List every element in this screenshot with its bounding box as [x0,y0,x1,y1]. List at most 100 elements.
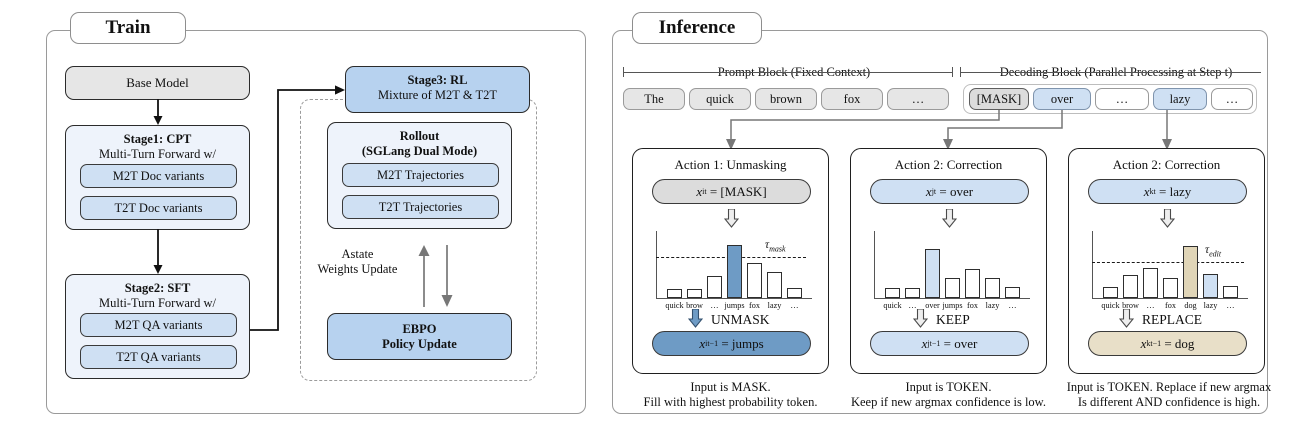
rollout-heading: Rollout [399,129,440,143]
chart3-y-axis [1092,231,1094,299]
action-card-2-output-sub: t−1 [929,339,941,348]
action-card-2-output-var: x [921,335,928,351]
action-card-3-output-val: = dog [1164,335,1195,351]
stage3-subheading: Mixture of M2T & T2T [378,87,497,102]
prompt-token-quick[interactable]: quick [689,88,751,110]
chart1-xlabel-0: quick [665,301,684,310]
stage1-item-t2t-doc: T2T Doc variants [80,196,237,220]
action-card-2-input-val: = over [939,183,974,199]
decode-token-lazy[interactable]: lazy [1153,88,1207,110]
chart1-y-axis [656,231,658,299]
action-card-1-output-sup: i [705,339,708,348]
action-card-1-output-var: x [699,335,706,351]
action-card-1-down-arrow-top [724,209,739,228]
stage2-subheading: Multi-Turn Forward w/ [99,295,216,310]
chart3-xlabel-1: brow [1122,301,1139,310]
chart3-xlabel-4: dog [1184,301,1197,310]
action-card-1-output-val: = jumps [721,335,764,351]
chart2-bar-1 [905,288,920,298]
decode-token-ellipsis-2[interactable]: … [1211,88,1253,110]
weights-update-line1: Astate [341,247,374,261]
weights-update-line2: Weights Update [317,262,398,276]
action-card-1-output-sub: t−1 [707,339,719,348]
stage1-subheading: Multi-Turn Forward w/ [99,146,216,161]
stage1-item-m2t-doc: M2T Doc variants [80,164,237,188]
action-card-3-input-sup: k [1149,187,1154,196]
chart1-xlabel-2: … [710,301,719,310]
action-card-3-output-var: x [1140,335,1147,351]
stage2-sft-box: Stage2: SFT Multi-Turn Forward w/ M2T QA… [65,274,250,379]
chart2-xlabel-6: … [1008,301,1017,310]
chart1-xlabel-5: lazy [767,301,782,310]
chart3-xlabel-3: fox [1165,301,1176,310]
chart2-x-axis [874,298,1030,300]
action-card-2-input-var: x [925,183,932,199]
action-card-3-caption-line1: Input is TOKEN. Replace if new argmax [1066,380,1272,394]
chart1-xlabel-4: fox [749,301,760,310]
action-card-3-output-sub: t−1 [1150,339,1162,348]
action-card-3-input-var: x [1143,183,1150,199]
chart2-bar-5 [985,278,1000,298]
chart2-bar-3 [945,278,960,298]
prompt-block-label: Prompt Block (Fixed Context) [674,65,914,80]
chart1-bar-6 [787,288,802,298]
prompt-token-fox[interactable]: fox [821,88,883,110]
action-card-2-caption-line1: Input is TOKEN. [905,380,992,394]
chart1-x-axis [656,298,812,300]
chart2-xlabel-2: over [925,301,940,310]
chart2-bar-4 [965,269,980,298]
chart3-xlabel-2: … [1146,301,1155,310]
decode-token-ellipsis-1[interactable]: … [1095,88,1149,110]
chart3-bar-3 [1163,278,1178,298]
prompt-token-brown[interactable]: brown [755,88,817,110]
connector-mask-to-card1 [726,110,1000,150]
chart3-threshold-line [1092,262,1244,263]
chart3-xlabel-0: quick [1101,301,1120,310]
rollout-box: Rollout (SGLang Dual Mode) M2T Trajector… [327,122,512,229]
connector-over-to-card2 [943,110,1063,150]
base-model-box: Base Model [65,66,250,100]
decode-token-over[interactable]: over [1033,88,1091,110]
action-card-2-title: Action 2: Correction [894,157,1003,172]
rollout-subheading: (SGLang Dual Mode) [361,143,478,158]
chart2-bar-6 [1005,287,1020,298]
chart1-bar-3-highlight [727,245,742,298]
chart1-xlabel-1: brow [686,301,703,310]
action-card-1-caption-line2: Fill with highest probability token. [643,395,818,409]
action-card-2-down-arrow-bottom [913,309,928,328]
action-card-3-chart: τedit quick brow … fox dog lazy … [1083,231,1253,311]
chart3-xlabel-5: lazy [1203,301,1218,310]
rollout-item-t2t-traj: T2T Trajectories [342,195,499,219]
arrow-stage1-to-stage2 [153,229,163,274]
decode-token-mask[interactable]: [MASK] [969,88,1029,110]
action-card-1-input-var: x [696,183,703,199]
action-card-2-down-arrow-top [942,209,957,228]
decoding-block-bracket: Decoding Block (Parallel Processing at S… [960,65,1265,80]
prompt-token-the[interactable]: The [623,88,685,110]
arrow-stage2-to-stage3 [250,85,345,331]
rollout-item-m2t-traj: M2T Trajectories [342,163,499,187]
chart2-xlabel-0: quick [883,301,902,310]
chart2-bar-2-highlight [925,249,940,298]
action-card-2-output-val: = over [943,335,978,351]
action-card-1-title: Action 1: Unmasking [674,157,787,172]
chart3-threshold-label: τedit [1205,244,1222,259]
chart3-bar-1 [1123,275,1138,298]
chart1-bar-0 [667,289,682,298]
action-card-1-chart: τmask quick brow … jumps fox lazy … [647,231,817,311]
chart2-xlabel-3: jumps [942,301,963,310]
action-card-1-input-sub: t [704,187,707,196]
inference-panel-title: Inference [632,12,762,44]
prompt-token-ellipsis[interactable]: … [887,88,949,110]
action-card-2-input-sub: t [933,187,937,196]
action-card-1-down-arrow-bottom [688,309,703,328]
chart3-bar-6 [1223,286,1238,298]
action-card-2-input-sup: j [931,187,934,196]
stage1-heading: Stage1: CPT [123,132,192,146]
stage2-item-m2t-qa: M2T QA variants [80,313,237,337]
